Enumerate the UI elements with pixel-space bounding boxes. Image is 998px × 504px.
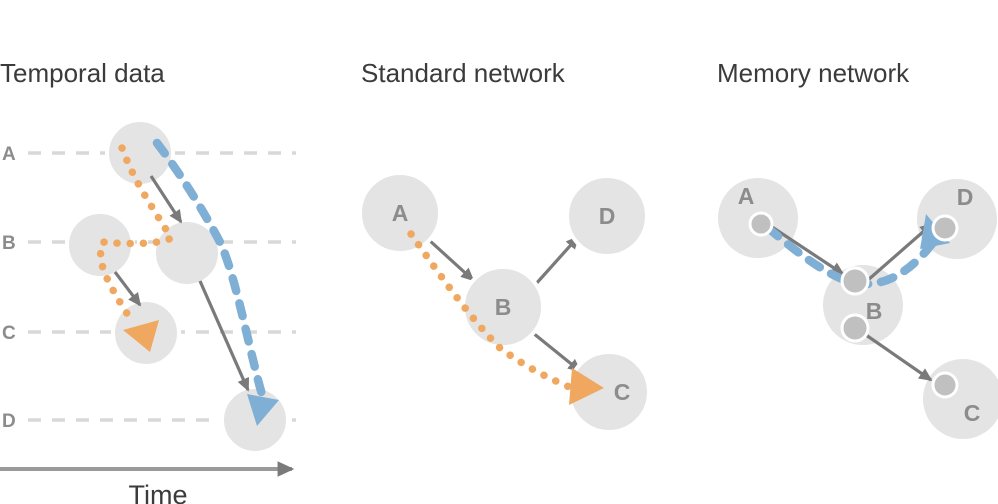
- memory-node-a-label: A: [738, 183, 755, 209]
- standard-node-c[interactable]: C: [567, 350, 651, 434]
- temporal-path-blue: [152, 138, 279, 426]
- memory-node-c-label: C: [964, 400, 981, 426]
- standard-edge-b-to-d: [533, 235, 580, 287]
- row-label-b: B: [2, 233, 16, 254]
- standard-node-a-circle[interactable]: [358, 171, 442, 255]
- panel-memory-network: Memory network A B D C: [714, 58, 998, 443]
- row-label-a: A: [2, 144, 16, 165]
- panel-title-standard: Standard network: [361, 58, 566, 88]
- memory-dot-d[interactable]: [931, 214, 959, 242]
- row-label-d: D: [2, 411, 16, 432]
- standard-node-a-label: A: [392, 200, 409, 226]
- temporal-edge-a-to-b: [149, 175, 183, 224]
- panel-title-memory: Memory network: [717, 58, 910, 88]
- temporal-edge-b-to-d: [198, 280, 250, 392]
- time-axis-label: Time: [129, 480, 188, 504]
- standard-edges: [427, 235, 582, 373]
- memory-edge-b-to-d: [866, 222, 934, 282]
- orange-trajectory: [96, 144, 177, 322]
- standard-node-a[interactable]: A: [358, 171, 442, 255]
- memory-dots: [748, 211, 959, 399]
- memory-node-d-label: D: [957, 184, 974, 210]
- standard-node-d[interactable]: D: [565, 174, 649, 258]
- standard-node-c-label: C: [614, 379, 631, 405]
- memory-blue-trajectory: [763, 223, 943, 289]
- temporal-edge-b-to-c: [113, 271, 142, 307]
- memory-dot-c[interactable]: [931, 371, 959, 399]
- panel-standard-network: Standard network A B D: [358, 58, 651, 434]
- standard-edge-b-to-c: [531, 331, 582, 373]
- standard-node-b-label: B: [495, 294, 512, 320]
- standard-node-b[interactable]: B: [461, 265, 545, 349]
- blue-trajectory: [152, 138, 268, 403]
- standard-node-d-label: D: [599, 203, 616, 229]
- standard-node-d-circle[interactable]: [565, 174, 649, 258]
- temporal-event-nodes: [65, 118, 290, 455]
- memory-edge-b-to-c: [865, 333, 933, 382]
- orange-arrowhead-icon: [123, 320, 159, 352]
- standard-path-orange: [407, 230, 604, 405]
- blue-arrowhead-icon: [247, 394, 279, 426]
- standard-orange-trajectory: [407, 230, 581, 394]
- temporal-edges: [113, 175, 250, 392]
- memory-dot-a[interactable]: [748, 211, 774, 237]
- memory-node-c[interactable]: C: [919, 355, 998, 443]
- memory-dot-b-out[interactable]: [840, 313, 870, 343]
- panel-title-temporal: Temporal data: [0, 58, 165, 88]
- standard-node-c-circle[interactable]: [567, 350, 651, 434]
- standard-orange-arrowhead-icon: [569, 368, 604, 405]
- panel-temporal-data: Temporal data A B C D: [0, 58, 296, 504]
- memory-node-b-label: B: [866, 298, 883, 324]
- memory-edge-a-to-b: [771, 225, 845, 276]
- standard-nodes: A B D C: [358, 171, 651, 434]
- standard-edge-a-to-b: [427, 238, 475, 282]
- memory-dot-b-in[interactable]: [840, 266, 870, 296]
- temporal-path-orange: [96, 144, 177, 352]
- memory-node-c-circle[interactable]: [919, 355, 998, 443]
- row-label-c: C: [2, 323, 16, 344]
- time-axis: Time: [0, 461, 295, 504]
- memory-edges: [771, 222, 934, 382]
